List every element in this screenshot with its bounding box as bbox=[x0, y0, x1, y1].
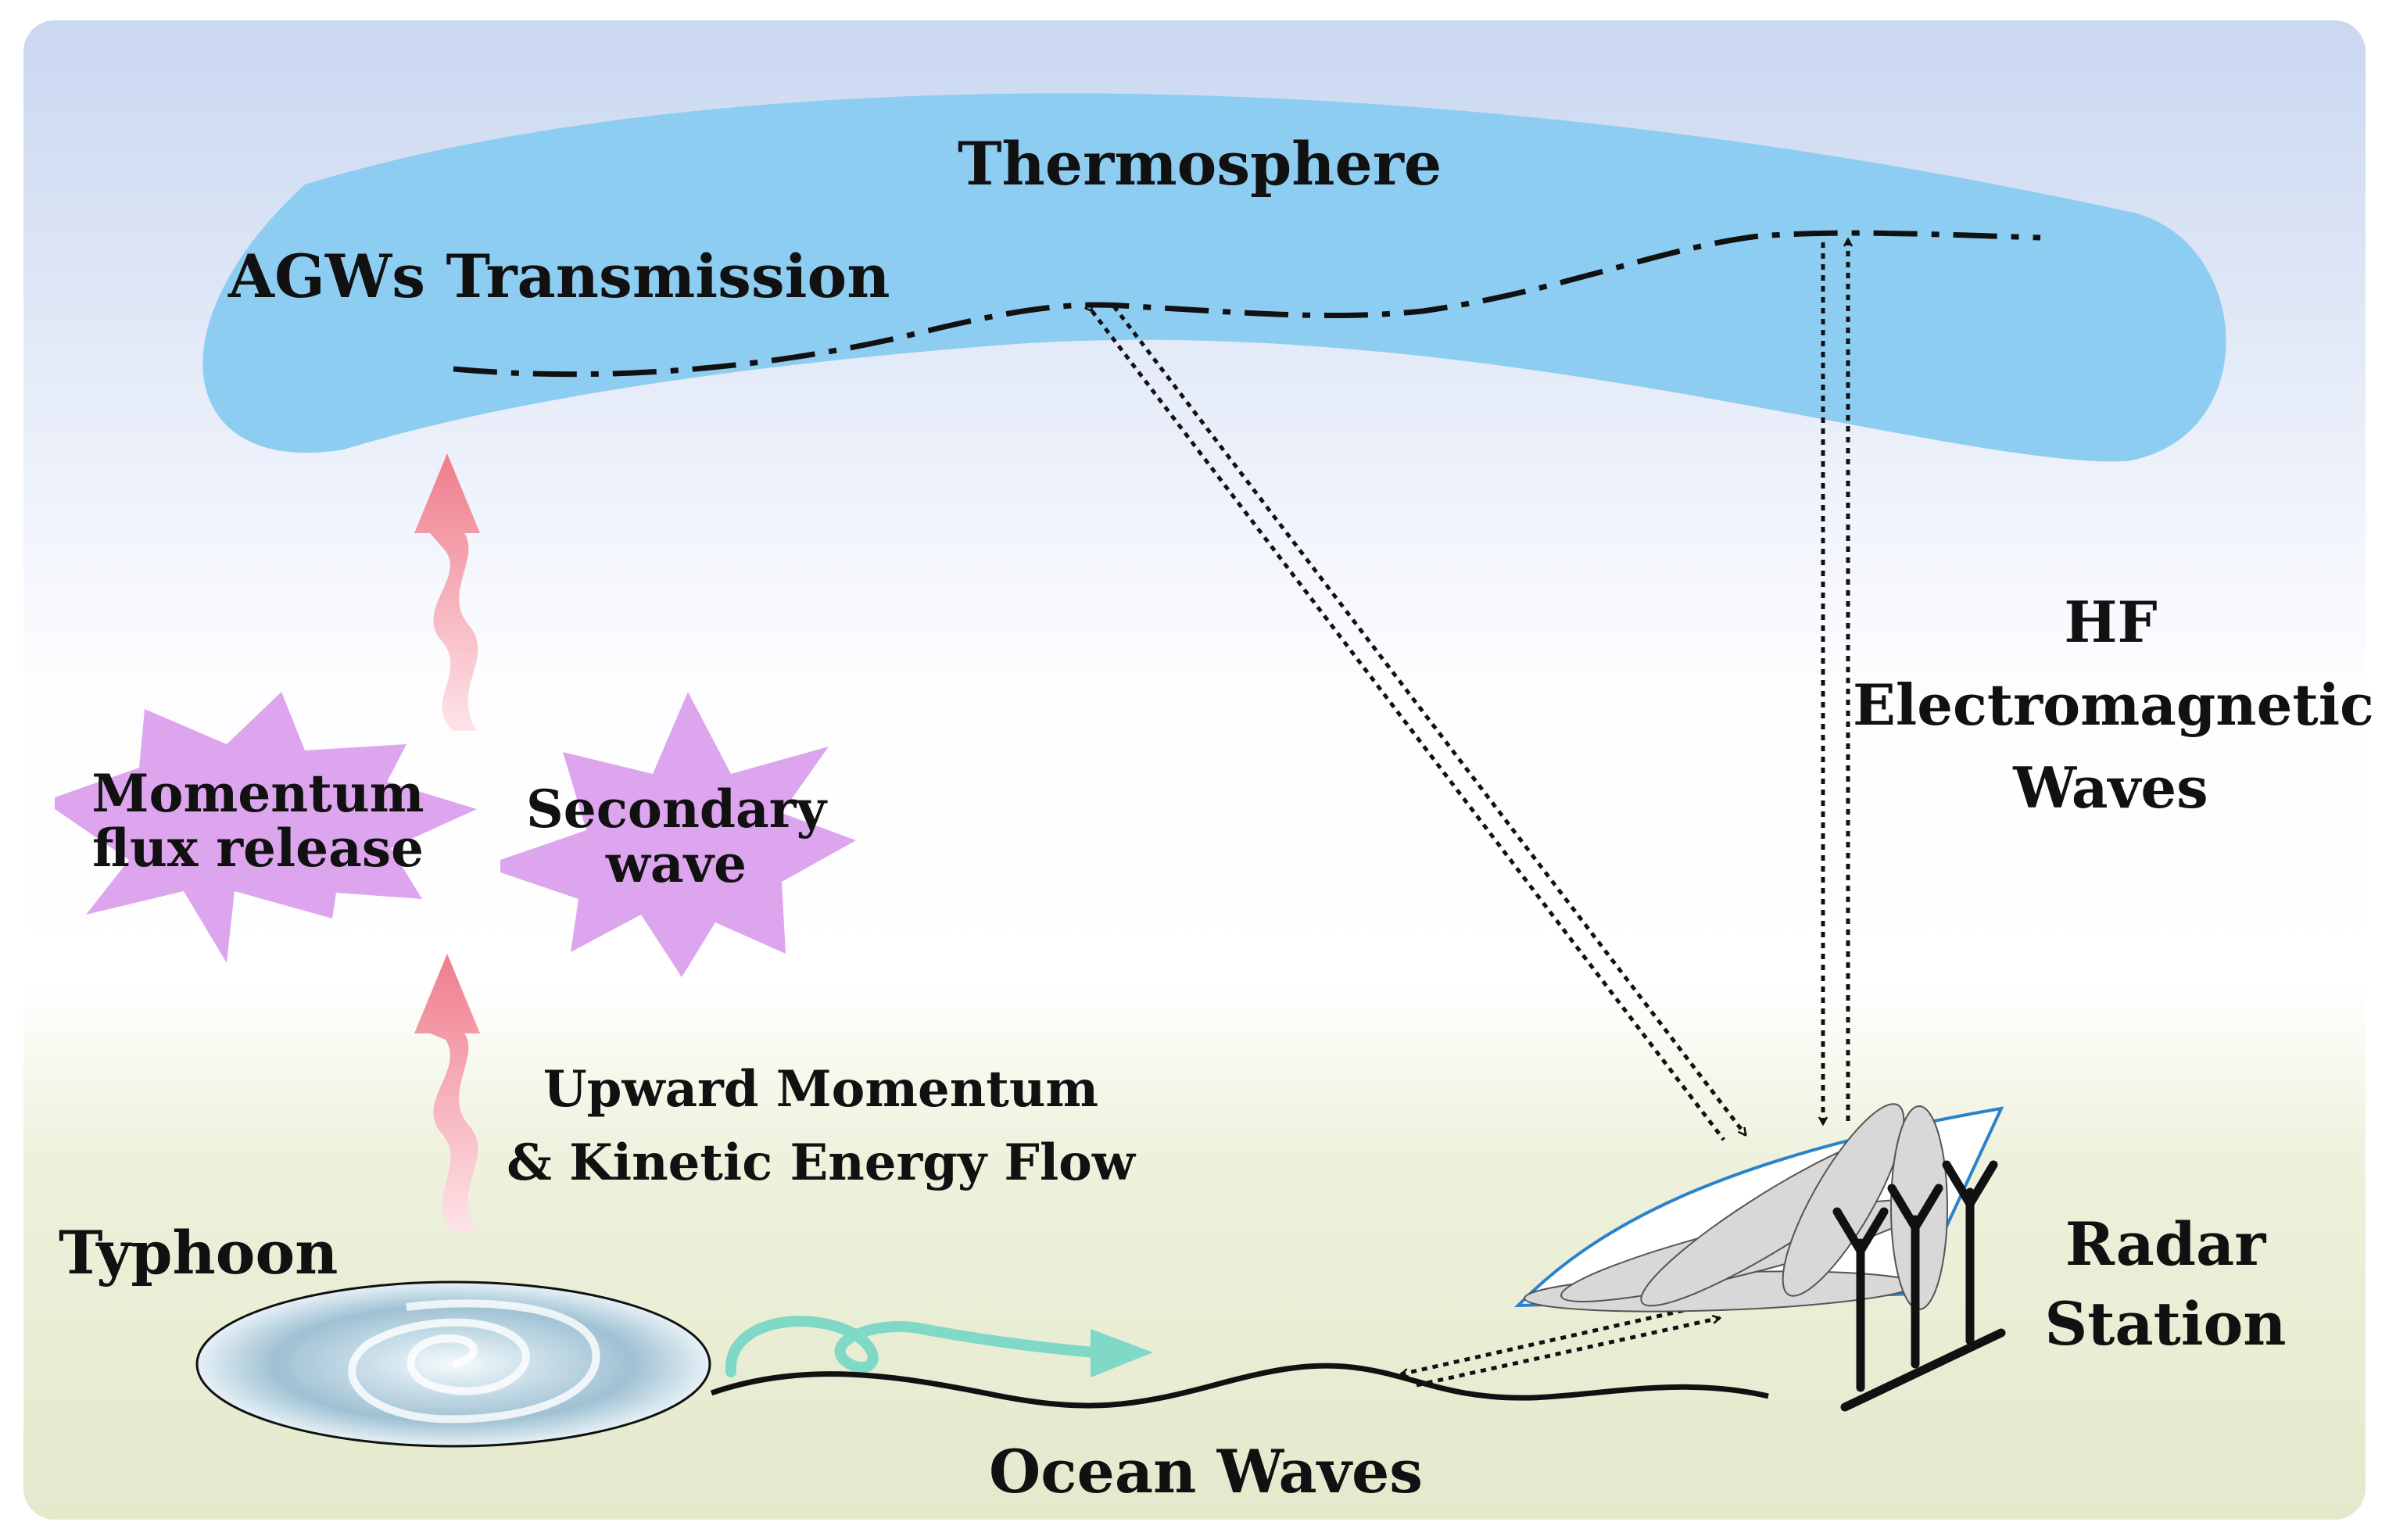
upward-wavy-arrow-top bbox=[414, 453, 480, 731]
momentum-flux-label: Momentum flux release bbox=[74, 768, 442, 874]
radar-antenna-icon bbox=[1832, 1160, 2006, 1412]
upward-wavy-arrow-bottom bbox=[414, 954, 480, 1231]
radar-station-line-1: Radar bbox=[2065, 1209, 2266, 1279]
secondary-wave-line-2: wave bbox=[606, 833, 747, 894]
secondary-wave-label: Secondary wave bbox=[516, 783, 836, 890]
sea-echo-arrows bbox=[1401, 1298, 1727, 1388]
secondary-wave-starburst bbox=[500, 692, 856, 977]
momentum-flux-line-2: flux release bbox=[91, 818, 424, 879]
typhoon-label: Typhoon bbox=[59, 1218, 338, 1288]
secondary-wave-line-1: Secondary bbox=[526, 779, 826, 840]
upward-flow-line-1: Upward Momentum bbox=[543, 1060, 1099, 1119]
ocean-current-arrow bbox=[725, 1316, 1153, 1377]
thermosphere-label: Thermosphere bbox=[958, 129, 1442, 199]
agw-wave-line bbox=[453, 230, 2041, 378]
radar-station-line-2: Station bbox=[2044, 1289, 2287, 1359]
hf-waves-line-1: HF bbox=[2064, 589, 2158, 655]
ocean-wave-line bbox=[710, 1363, 1769, 1409]
momentum-flux-starburst bbox=[55, 692, 477, 963]
momentum-flux-line-1: Momentum bbox=[91, 763, 424, 824]
ocean-waves-label: Ocean Waves bbox=[989, 1437, 1424, 1506]
hf-vertical-arrows bbox=[1823, 239, 1848, 1124]
hf-diagonal-arrows bbox=[1092, 306, 1747, 1141]
hf-waves-line-3: Waves bbox=[2013, 754, 2208, 821]
upward-flow-line-2: & Kinetic Energy Flow bbox=[507, 1134, 1135, 1192]
hf-waves-line-2: Electromagnetic bbox=[1853, 672, 2374, 738]
radar-beam-sector bbox=[1514, 1103, 2004, 1313]
typhoon-icon bbox=[195, 1280, 711, 1448]
upward-flow-label: Upward Momentum & Kinetic Energy Flow bbox=[500, 1065, 1141, 1188]
agws-transmission-label: AGWs Transmission bbox=[228, 242, 890, 311]
hf-waves-label: HF Electromagnetic Waves bbox=[1853, 589, 2374, 821]
radar-station-label: Radar Station bbox=[2001, 1215, 2330, 1354]
